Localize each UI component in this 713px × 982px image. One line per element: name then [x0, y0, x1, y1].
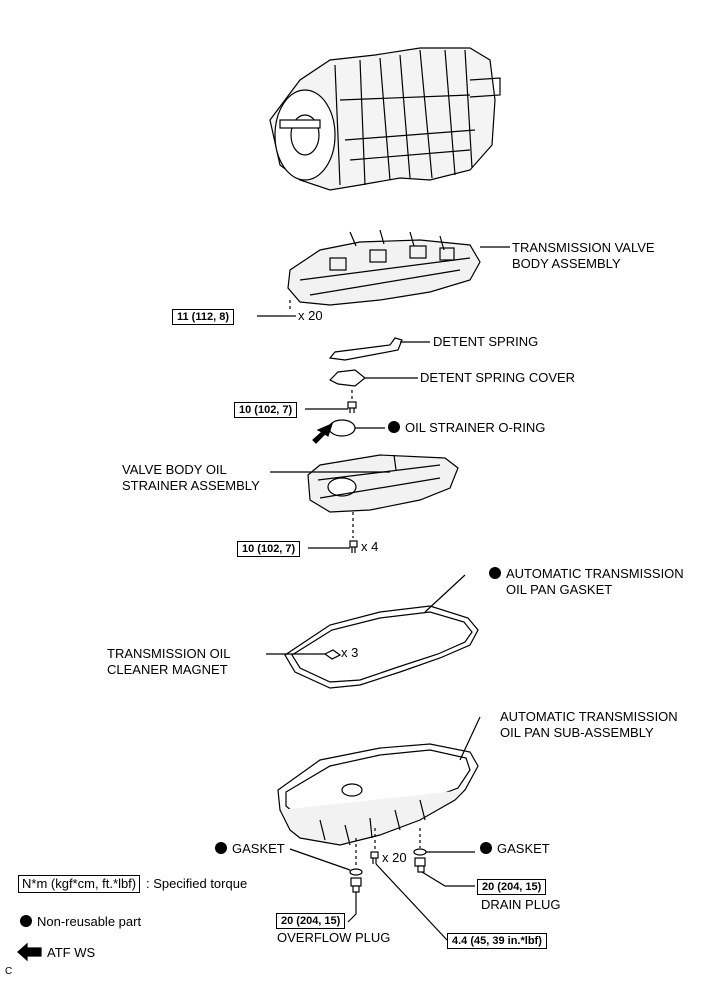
torque-valve-body-bolts: 11 (112, 8) — [172, 309, 234, 325]
label-gasket-left: GASKET — [215, 841, 285, 857]
pan-gasket-drawing — [284, 605, 479, 689]
cover-bolt — [347, 401, 357, 413]
label-detent-spring: DETENT SPRING — [433, 334, 539, 349]
legend-atf: ATF WS — [47, 945, 96, 960]
drain-plug-drawing — [414, 857, 426, 873]
torque-cover-bolt: 10 (102, 7) — [234, 402, 298, 418]
torque-pan-bolts: 4.4 (45, 39 in.*lbf) — [447, 933, 547, 949]
qty-magnets: x 3 — [341, 645, 359, 660]
label-oil-strainer-oring: OIL STRAINER O-RING — [388, 420, 545, 436]
legend-torque-unit: N*m (kgf*cm, ft.*lbf) — [18, 875, 141, 893]
non-reusable-dot-icon — [489, 567, 501, 579]
label-overflow-plug: OVERFLOW PLUG — [277, 930, 391, 945]
label-gasket-right: GASKET — [480, 841, 550, 857]
left-gasket-drawing — [349, 868, 363, 876]
torque-overflow-plug: 20 (204, 15) — [276, 913, 346, 929]
pan-bolt — [370, 851, 379, 864]
label-valve-body: TRANSMISSION VALVE BODY ASSEMBLY — [512, 240, 655, 271]
strainer-bolt — [349, 540, 358, 553]
label-strainer: VALVE BODY OIL STRAINER ASSEMBLY — [122, 462, 260, 493]
non-reusable-dot-icon — [388, 421, 400, 433]
oil-strainer-oring-drawing — [328, 419, 356, 437]
detent-spring-drawing — [328, 337, 430, 361]
corner-code: C — [5, 966, 13, 977]
label-magnet: TRANSMISSION OIL CLEANER MAGNET — [107, 646, 231, 677]
right-gasket-drawing — [413, 848, 427, 856]
legend-torque-text: : Specified torque — [146, 876, 248, 891]
qty-valve-body-bolts: x 20 — [298, 308, 323, 323]
label-drain-plug: DRAIN PLUG — [481, 897, 561, 912]
legend-non-reusable: Non-reusable part — [20, 914, 141, 930]
label-oil-pan: AUTOMATIC TRANSMISSION OIL PAN SUB-ASSEM… — [500, 709, 678, 740]
detent-spring-cover-drawing — [328, 369, 418, 387]
overflow-plug-drawing — [350, 877, 362, 893]
non-reusable-dot-icon — [215, 842, 227, 854]
strainer-drawing — [307, 454, 459, 513]
torque-strainer-bolts: 10 (102, 7) — [237, 541, 301, 557]
oil-pan-drawing — [277, 743, 479, 846]
transmission-case-drawing — [269, 47, 501, 191]
qty-strainer-bolts: x 4 — [361, 539, 379, 554]
non-reusable-dot-icon — [20, 915, 32, 927]
torque-drain-plug: 20 (204, 15) — [477, 879, 547, 895]
non-reusable-dot-icon — [480, 842, 492, 854]
legend-atf-arrow-icon — [17, 942, 42, 962]
label-pan-gasket: AUTOMATIC TRANSMISSION OIL PAN GASKET — [489, 566, 684, 598]
label-detent-spring-cover: DETENT SPRING COVER — [420, 370, 576, 385]
atf-arrow-drawing — [312, 422, 333, 444]
valve-body-drawing — [287, 229, 510, 312]
qty-pan-bolts: x 20 — [382, 850, 407, 865]
